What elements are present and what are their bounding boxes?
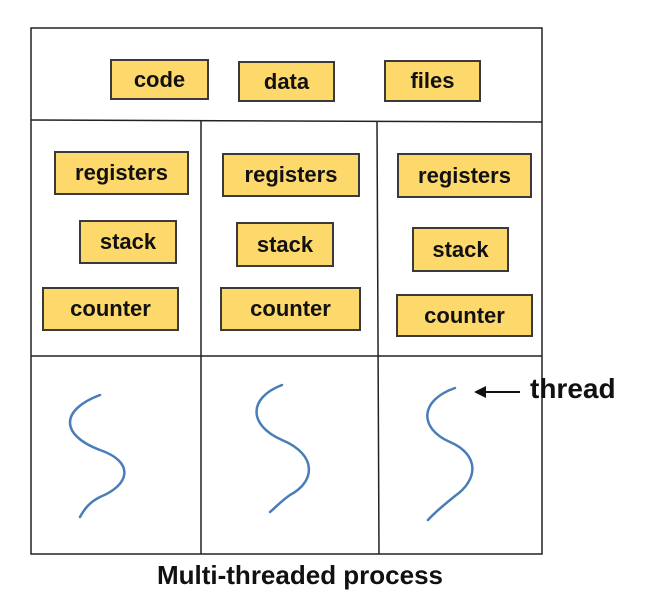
counter-box: counter <box>220 287 361 331</box>
thread-squiggle-icon <box>426 386 474 522</box>
registers-box: registers <box>54 151 189 195</box>
code-box: code <box>110 59 209 100</box>
stack-box: stack <box>412 227 509 272</box>
diagram-caption: Multi-threaded process <box>156 560 444 590</box>
files-box: files <box>384 60 481 102</box>
process-frame <box>30 27 543 555</box>
thread-arrow-icon <box>474 386 486 398</box>
counter-box: counter <box>42 287 179 331</box>
registers-box: registers <box>222 153 360 197</box>
counter-box: counter <box>396 294 533 337</box>
stack-box: stack <box>79 220 177 264</box>
shared-divider <box>30 119 543 123</box>
column-divider-2 <box>376 121 380 555</box>
thread-label: thread <box>530 373 616 404</box>
thread-squiggle-icon <box>68 393 126 519</box>
registers-box: registers <box>397 153 532 198</box>
thread-squiggle-icon <box>255 383 311 514</box>
data-box: data <box>238 61 335 102</box>
stack-box: stack <box>236 222 334 267</box>
